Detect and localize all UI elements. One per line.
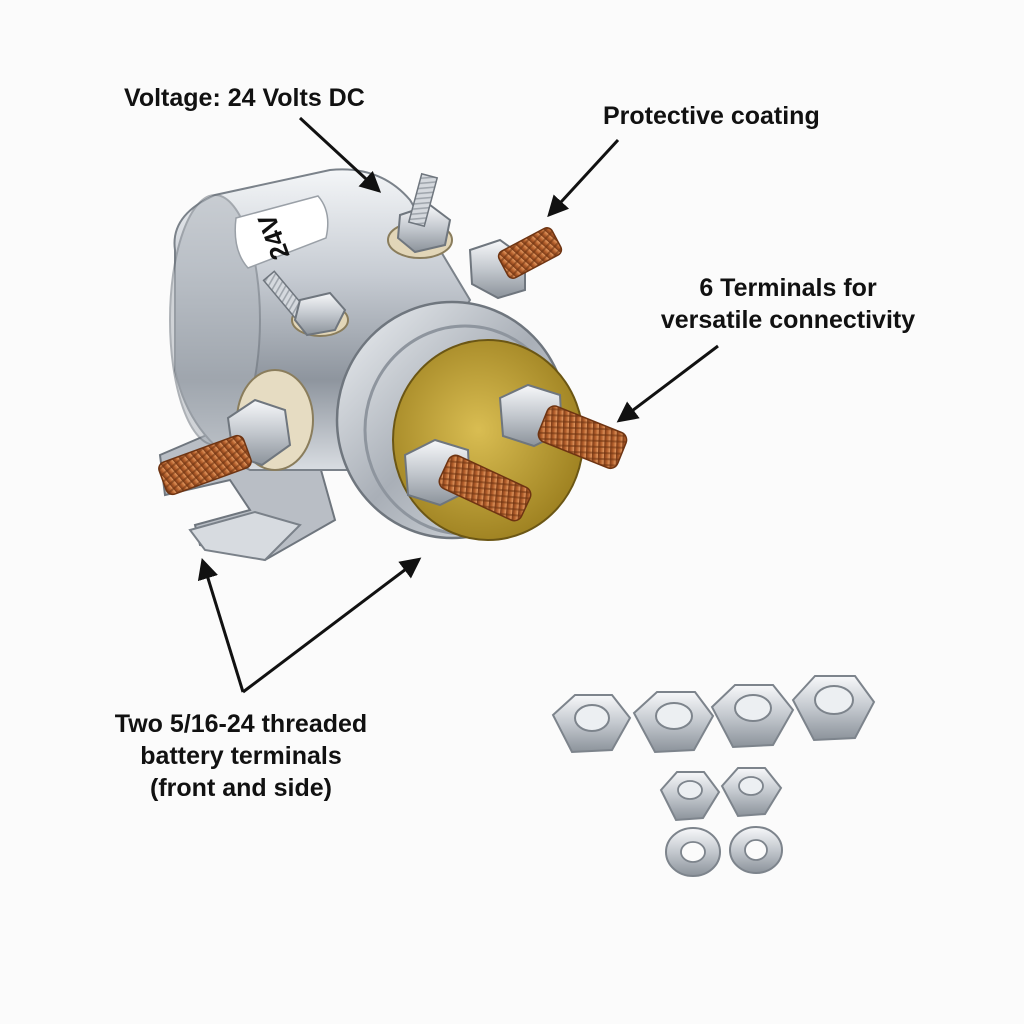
- voltage-arrow: [298, 116, 382, 193]
- top-control-terminal: [387, 172, 453, 259]
- battery-callout-line-3: (front and side): [150, 774, 332, 802]
- washer: [729, 826, 783, 874]
- washer: [665, 827, 721, 877]
- large-nut: [791, 675, 876, 742]
- large-nut: [551, 694, 632, 754]
- small-nut: [659, 771, 721, 822]
- battery-callout-line-2: battery terminals: [140, 742, 342, 770]
- side-copper-terminal: [158, 369, 314, 496]
- hardware-large-nuts: [551, 675, 876, 754]
- front-right-copper-terminal: [498, 383, 628, 470]
- large-nut: [710, 684, 795, 749]
- terminals-callout-line-1: 6 Terminals for: [699, 274, 877, 302]
- upper-right-copper-terminal: [468, 227, 563, 300]
- voltage-sticker: 24V: [234, 195, 329, 269]
- hardware-small-nuts: [659, 767, 783, 822]
- battery-arrow-side: [197, 557, 245, 693]
- battery-callout: Two 5/16-24 threaded battery terminals (…: [96, 708, 386, 804]
- coating-callout: Protective coating: [603, 102, 820, 130]
- callout-arrows: [197, 116, 719, 694]
- front-lower-copper-terminal: [403, 438, 532, 522]
- large-nut: [632, 691, 715, 754]
- voltage-callout: Voltage: 24 Volts DC: [124, 84, 365, 112]
- coating-arrow: [547, 138, 620, 218]
- terminals-arrow: [616, 344, 719, 423]
- upper-left-control-terminal: [262, 270, 349, 337]
- terminals-callout-line-2: versatile connectivity: [660, 306, 916, 334]
- hardware-washers: [665, 826, 783, 877]
- small-nut: [720, 767, 783, 818]
- battery-callout-line-1: Two 5/16-24 threaded: [114, 710, 368, 738]
- terminals-callout: 6 Terminals for versatile connectivity: [648, 272, 928, 336]
- battery-arrow-front: [242, 557, 422, 694]
